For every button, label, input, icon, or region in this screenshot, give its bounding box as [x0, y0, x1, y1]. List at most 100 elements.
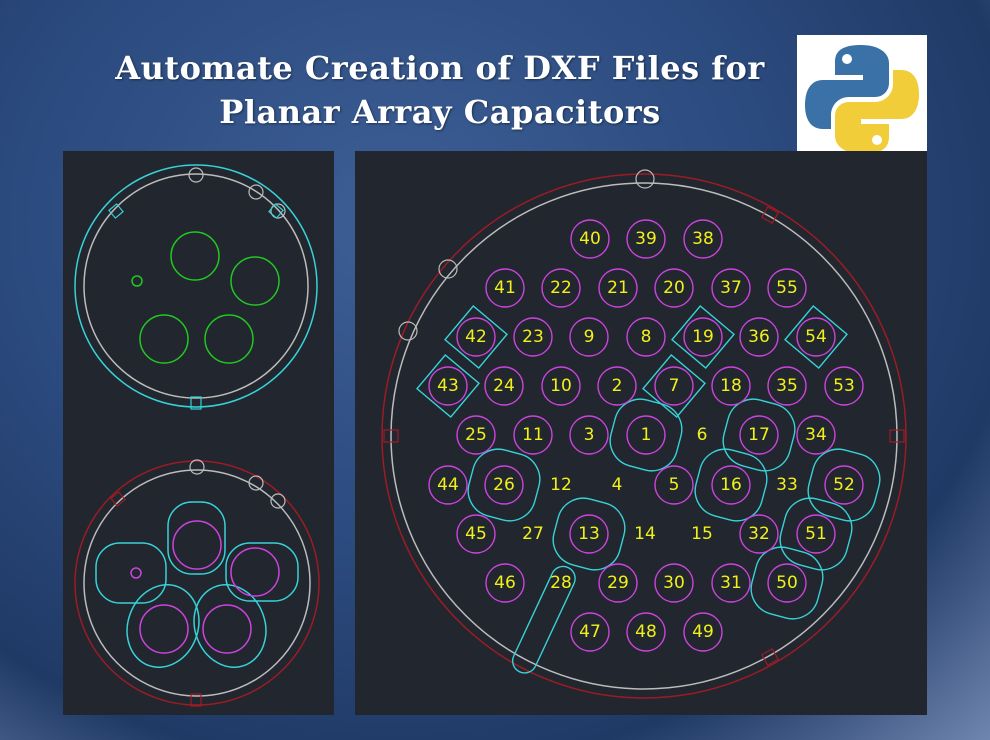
pad-label-47: 47 — [579, 622, 601, 642]
python-logo-icon — [797, 35, 927, 164]
pad-circle — [767, 268, 807, 308]
pad-circle — [711, 465, 751, 505]
pad-circle — [598, 563, 638, 603]
pad-label-37: 37 — [720, 278, 742, 298]
pad-label-32: 32 — [748, 524, 770, 544]
pad-label-18: 18 — [720, 376, 742, 396]
pad-label-5: 5 — [669, 475, 680, 495]
pad-circle — [626, 415, 666, 455]
pad-label-38: 38 — [692, 229, 714, 249]
pad-circle — [569, 514, 609, 554]
pad-label-53: 53 — [833, 376, 855, 396]
pad-label-24: 24 — [493, 376, 515, 396]
pad-label-22: 22 — [550, 278, 572, 298]
cyan-outline-layer — [416, 305, 881, 674]
pad-label-46: 46 — [494, 573, 516, 593]
cyan-diamond-outline — [671, 305, 735, 369]
pad-label-41: 41 — [494, 278, 516, 298]
pad-circle — [796, 514, 836, 554]
pad-label-54: 54 — [805, 327, 827, 347]
pad-label-34: 34 — [805, 425, 827, 445]
pad-circle — [824, 366, 864, 406]
pad-circle — [739, 317, 779, 357]
pad-label-29: 29 — [607, 573, 629, 593]
pad-circle — [428, 465, 468, 505]
pad-label-28: 28 — [550, 573, 572, 593]
pad-circle — [711, 563, 751, 603]
pad-circle — [485, 563, 525, 603]
cyan-blob-outline — [722, 398, 796, 472]
cyan-blob-outline — [807, 448, 881, 522]
pad-label-14: 14 — [634, 524, 656, 544]
pad-circle — [570, 612, 610, 652]
pad-circle — [626, 612, 666, 652]
pad-label-52: 52 — [833, 475, 855, 495]
bottom-capacitor-drawing — [74, 459, 320, 707]
pad-label-45: 45 — [465, 524, 487, 544]
pad-circle — [598, 268, 638, 308]
cyan-diamond-outline — [784, 305, 848, 369]
pad-label-11: 11 — [522, 425, 544, 445]
cyan-blob-outline — [750, 546, 824, 620]
pad-label-26: 26 — [493, 475, 515, 495]
pad-label-33: 33 — [776, 475, 798, 495]
pad-label-8: 8 — [641, 327, 652, 347]
left-drawing-panel — [63, 151, 334, 715]
pad-label-23: 23 — [522, 327, 544, 347]
pad-label-9: 9 — [584, 327, 595, 347]
pad-circle — [654, 268, 694, 308]
pad-label-25: 25 — [465, 425, 487, 445]
pad-circle — [739, 415, 779, 455]
cyan-blob-outline — [467, 448, 541, 522]
pad-circle — [484, 465, 524, 505]
pad-circle — [484, 366, 524, 406]
pad-circle — [513, 317, 553, 357]
pad-circle — [513, 415, 553, 455]
pad-circle — [456, 317, 496, 357]
pad-label-44: 44 — [437, 475, 459, 495]
pad-circle — [824, 465, 864, 505]
pad-circle — [683, 219, 723, 259]
cyan-diamond-outline — [416, 354, 480, 418]
pad-label-30: 30 — [663, 573, 685, 593]
pad-label-19: 19 — [692, 327, 714, 347]
cyan-blob-outline — [694, 448, 768, 522]
pad-circle — [570, 219, 610, 259]
pad-label-31: 31 — [720, 573, 742, 593]
pad-circle — [428, 366, 468, 406]
pad-circle — [456, 514, 496, 554]
cyan-slot-outline — [511, 565, 576, 674]
cyan-diamond-outline — [444, 305, 508, 369]
pad-label-15: 15 — [691, 524, 713, 544]
top-capacitor-drawing — [74, 164, 318, 410]
pad-circle — [683, 612, 723, 652]
pad-circle — [711, 268, 751, 308]
title-line-2: Planar Array Capacitors — [219, 93, 661, 131]
pad-label-50: 50 — [776, 573, 798, 593]
pad-label-43: 43 — [437, 376, 459, 396]
pad-circle — [683, 317, 723, 357]
pad-circle — [569, 415, 609, 455]
pad-label-1: 1 — [641, 425, 652, 445]
pad-label-21: 21 — [607, 278, 629, 298]
pad-label-48: 48 — [635, 622, 657, 642]
pad-circle — [597, 366, 637, 406]
pad-circle — [541, 366, 581, 406]
page-title: Automate Creation of DXF Files for Plana… — [70, 46, 810, 134]
pad-label-7: 7 — [669, 376, 680, 396]
cyan-blob-outline — [609, 398, 683, 472]
pad-label-36: 36 — [748, 327, 770, 347]
pad-label-42: 42 — [465, 327, 487, 347]
pad-label-51: 51 — [805, 524, 827, 544]
pad-circle — [485, 268, 525, 308]
pad-circle — [626, 317, 666, 357]
pad-circle — [767, 563, 807, 603]
pad-circle — [569, 317, 609, 357]
pad-circle — [654, 465, 694, 505]
pad-circle — [767, 366, 807, 406]
pad-label-16: 16 — [720, 475, 742, 495]
pad-circle — [626, 219, 666, 259]
